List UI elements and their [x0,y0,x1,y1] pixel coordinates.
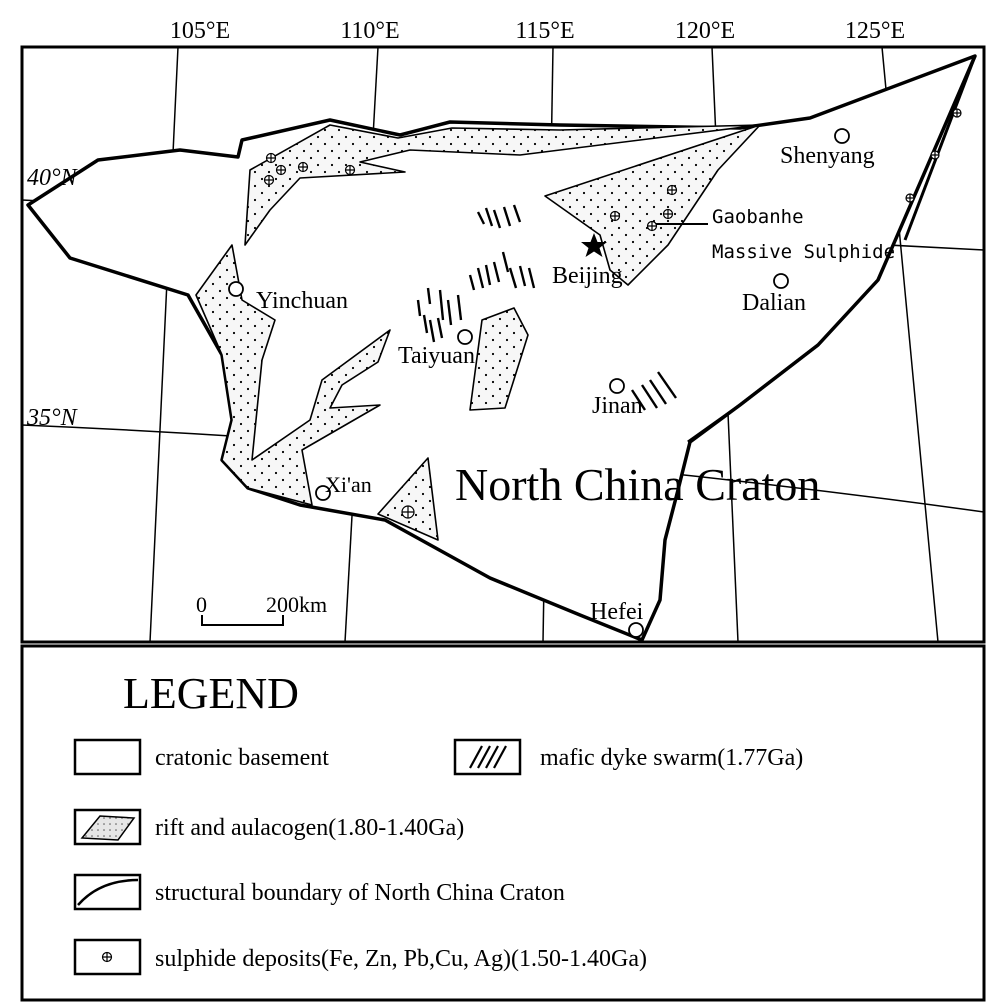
city-label-yinchuan: Yinchuan [256,288,348,314]
legend-item-rift-aulacogen: rift and aulacogen(1.80-1.40Ga) [73,808,464,846]
beijing-star-icon [581,233,607,257]
city-marker-shenyang [834,128,850,144]
lon-label-115: 115°E [515,18,574,44]
legend-frame [20,644,986,1002]
legend-label: mafic dyke swarm(1.77Ga) [540,745,803,771]
city-label-jinan: Jinan [592,393,643,419]
sulphide-deposit-icon [263,174,275,186]
lon-label-120: 120°E [675,18,735,44]
sulphide-deposit-icon [401,505,415,519]
sulphide-deposit-icon [344,164,356,176]
legend-item-sulphide-deposits: sulphide deposits(Fe, Zn, Pb,Cu, Ag)(1.5… [73,938,647,976]
city-label-dalian: Dalian [742,290,806,316]
legend-item-mafic-dyke: mafic dyke swarm(1.77Ga) [453,738,803,776]
scale-bar: 0 200km [196,592,327,626]
longitude-labels: 105°E 110°E 115°E 120°E 125°E [170,18,905,44]
scale-bar-zero: 0 [196,592,207,617]
sulphide-deposit-icon [930,150,940,160]
legend-label: structural boundary of North China Crato… [155,880,565,906]
legend-boundary-line-icon [77,878,139,906]
legend-swatch-basement [73,738,142,776]
city-marker-hefei [628,622,644,638]
city-marker-yinchuan [228,281,244,297]
sulphide-deposit-icon [297,161,309,173]
sulphide-deposit-icon [609,210,621,222]
city-label-xian: Xi'an [325,472,372,497]
city-label-taiyuan: Taiyuan [398,343,475,369]
deposit-label-type: Massive Sulphide [712,241,895,263]
deposit-label-name: Gaobanhe [712,206,804,228]
legend-rift-shape-icon [80,815,136,841]
city-label-hefei: Hefei [590,599,644,625]
city-marker-taiyuan [457,329,473,345]
sulphide-deposit-icon [666,184,678,196]
city-label-shenyang: Shenyang [780,143,875,169]
city-markers [228,128,850,638]
craton-boundary-tanlu [687,278,880,444]
lat-label-40: 40°N [27,165,79,191]
sulphide-deposit-symbols [263,108,962,519]
legend-label: cratonic basement [155,745,329,771]
sulphide-deposit-icon [275,164,287,176]
mafic-dyke-swarms [416,204,677,411]
city-label-beijing: Beijing [552,263,623,289]
lon-label-110: 110°E [340,18,399,44]
sulphide-deposit-icon [101,951,113,963]
lon-label-105: 105°E [170,18,230,44]
sulphide-deposit-icon [265,152,277,164]
scale-bar-distance: 200km [266,592,327,617]
legend-item-structural-boundary: structural boundary of North China Crato… [73,873,565,911]
sulphide-deposit-icon [952,108,962,118]
craton-boundary-ne [903,55,977,241]
rift-aulacogen-areas [195,124,761,541]
legend-swatch-dyke [453,738,522,776]
lon-label-125: 125°E [845,18,905,44]
city-marker-dalian [773,273,789,289]
legend-heading: LEGEND [123,669,299,718]
legend-item-cratonic-basement: cratonic basement [73,738,329,776]
sulphide-deposit-icon [905,193,915,203]
city-marker-xian [315,485,331,501]
city-marker-jinan [609,378,625,394]
lat-label-35: 35°N [26,405,79,431]
sulphide-deposit-icon [662,208,674,220]
legend-label: rift and aulacogen(1.80-1.40Ga) [155,815,464,841]
map-title: North China Craton [455,459,820,510]
legend-dyke-hatch-icon [469,745,507,769]
legend-label: sulphide deposits(Fe, Zn, Pb,Cu, Ag)(1.5… [155,946,647,972]
sulphide-deposit-icon [646,220,658,232]
